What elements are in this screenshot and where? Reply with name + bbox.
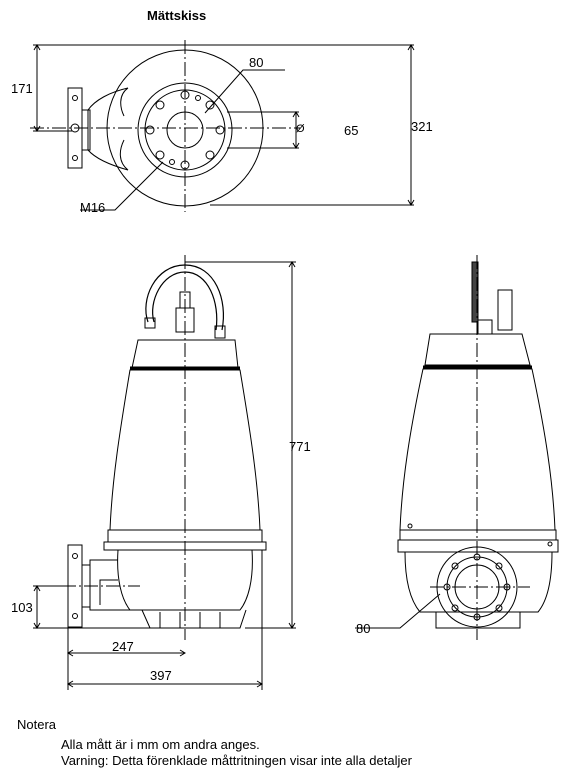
dim-label-397: 397 bbox=[150, 668, 172, 683]
drawing-title: Mättskiss bbox=[147, 8, 207, 23]
discharge-pipe bbox=[87, 87, 129, 171]
leader-80-front bbox=[355, 593, 441, 629]
pump-housing bbox=[117, 549, 253, 611]
dim-label-m16: M16 bbox=[80, 200, 106, 215]
front-top-cap bbox=[424, 333, 531, 366]
note-line-1: Alla mått är i mm om andra anges. bbox=[61, 737, 260, 752]
dim-label-80-front: 80 bbox=[356, 621, 371, 636]
diameter-symbol: Ø bbox=[296, 123, 305, 135]
dim-label-321: 321 bbox=[411, 119, 433, 134]
dim-label-771: 771 bbox=[289, 439, 311, 454]
leader-m16 bbox=[80, 161, 164, 211]
dim-label-247: 247 bbox=[112, 639, 134, 654]
front-pump-housing bbox=[404, 551, 553, 613]
leader-80-top bbox=[204, 69, 285, 114]
side-discharge bbox=[89, 559, 140, 611]
dim-label-103: 103 bbox=[11, 600, 33, 615]
side-view bbox=[33, 255, 296, 690]
dim-label-80-top: 80 bbox=[249, 55, 264, 70]
front-view bbox=[355, 255, 559, 640]
note-line-2: Varning: Detta förenklade måttritningen … bbox=[61, 753, 412, 768]
bolt-holes bbox=[145, 90, 225, 170]
notes-heading: Notera bbox=[17, 717, 57, 732]
top-view bbox=[30, 40, 415, 212]
dim-label-171: 171 bbox=[11, 81, 33, 96]
dim-label-65: 65 bbox=[344, 123, 359, 138]
